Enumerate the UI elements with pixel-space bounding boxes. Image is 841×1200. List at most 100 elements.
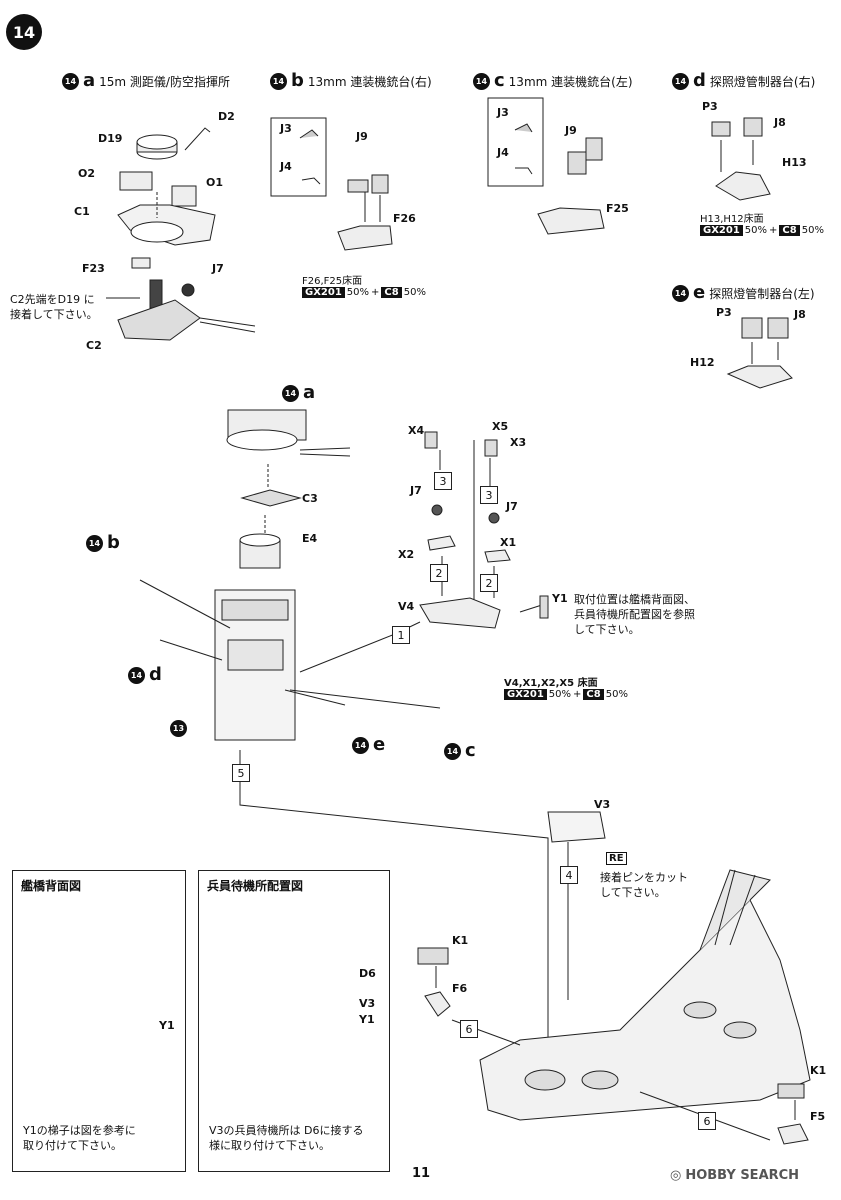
paint-main-pct1: 50% xyxy=(548,689,572,700)
part-label-e-j8: J8 xyxy=(794,308,806,321)
placement-step13-badge: 13 xyxy=(170,720,187,737)
c-j4-drawing xyxy=(515,167,533,175)
paint-main-code1: GX201 xyxy=(504,689,547,700)
part-label-v3: V3 xyxy=(594,798,611,811)
subassembly-d-badge: 14 xyxy=(672,72,689,90)
subassembly-e-letter: e xyxy=(693,282,706,303)
station-caption-line-1: V3の兵員待機所は D6に接する xyxy=(209,1124,364,1137)
part-label-o1: O1 xyxy=(206,176,224,189)
part-label-c3: C3 xyxy=(302,492,318,505)
part-label-d19: D19 xyxy=(98,132,123,145)
part-label-f23: F23 xyxy=(82,262,105,275)
watermark: ◎ HOBBY SEARCH xyxy=(670,1168,799,1183)
part-label-k1-right: K1 xyxy=(810,1064,827,1077)
part-label-h12: H12 xyxy=(690,356,715,369)
subassembly-c-badge: 14 xyxy=(473,72,490,90)
subassembly-b-letter: b xyxy=(291,70,304,91)
rear-caption-line-2: 取り付けて下さい。 xyxy=(23,1139,122,1152)
e-j8-drawing xyxy=(767,317,789,339)
paint-d-code1: GX201 xyxy=(700,225,743,236)
y1-placement-note: 取付位置は艦橋背面図、 兵員待機所配置図を参照 して下さい。 xyxy=(574,592,695,637)
paint-main-pct2: 50% xyxy=(605,689,628,700)
part-label-c-j9: J9 xyxy=(565,124,577,137)
paint-spec-b: F26,F25床面 GX201 50% + C8 50% xyxy=(302,272,426,298)
rear-panel-title: 艦橋背面図 xyxy=(21,879,82,893)
part-label-b-j3: J3 xyxy=(280,122,292,135)
step-box-5: 5 xyxy=(232,764,250,782)
paint-b-code2: C8 xyxy=(381,287,402,298)
re-tag: RE xyxy=(606,852,627,865)
part-label-o2: O2 xyxy=(78,167,96,180)
part-label-d2: D2 xyxy=(218,110,235,123)
subassembly-b-header: 14 b 13mm 連装機銃台(右) xyxy=(270,72,432,90)
o2-part-drawing xyxy=(119,171,153,191)
b-detail-frame xyxy=(270,117,327,197)
paint-b-code1: GX201 xyxy=(302,287,345,298)
b-j9-right xyxy=(371,174,389,194)
placement-marker-step13: 13 xyxy=(170,720,187,737)
step-number-badge: 14 xyxy=(6,14,42,50)
paint-d-code2: C8 xyxy=(779,225,800,236)
placement-c-badge: 14 xyxy=(444,742,461,760)
placement-a-badge: 14 xyxy=(282,384,299,402)
b-placement-line xyxy=(139,579,231,629)
h13-part-drawing xyxy=(715,171,771,201)
f6-part-drawing xyxy=(424,991,451,1017)
placement-d-letter: d xyxy=(149,664,162,685)
c-j9-right xyxy=(585,137,603,161)
paint-spec-main: V4,X1,X2,X5 床面 GX201 50% + C8 50% xyxy=(504,674,628,700)
part-label-c1: C1 xyxy=(74,205,90,218)
y1-part-drawing xyxy=(539,595,549,619)
y1-note-line-1: 取付位置は艦橋背面図、 xyxy=(574,593,695,606)
paint-d-pct2: 50% xyxy=(801,225,824,236)
step-box-6-left: 6 xyxy=(460,1020,478,1038)
c-j9-left xyxy=(567,151,587,175)
f25-part-drawing xyxy=(537,207,605,235)
part-label-f5: F5 xyxy=(810,1110,826,1123)
f23-part-drawing xyxy=(131,257,151,269)
paint-b-label: F26,F25床面 xyxy=(302,276,363,287)
paint-main-code2: C8 xyxy=(583,689,604,700)
part-label-x1: X1 xyxy=(500,536,517,549)
paint-d-label: H13,H12床面 xyxy=(700,214,764,225)
part-label-e-p3: P3 xyxy=(716,306,732,319)
part-label-b-j4: J4 xyxy=(280,160,292,173)
y1-note-line-3: して下さい。 xyxy=(574,623,640,636)
part-label-x5: X5 xyxy=(492,420,509,433)
placement-c-letter: c xyxy=(465,740,476,761)
crew-station-layout-panel: 兵員待機所配置図 D6 V3 Y1 V3の兵員待機所は D6に接する 様に取り付… xyxy=(198,870,390,1172)
paint-b-pct2: 50% xyxy=(403,287,426,298)
subassembly-b-badge: 14 xyxy=(270,72,287,90)
j7-part-drawing xyxy=(181,283,195,297)
subassembly-e-title: 探照燈管制器台(左) xyxy=(709,286,815,301)
c2-note-line-2: 接着して下さい。 xyxy=(10,308,98,321)
station-caption-line-2: 様に取り付けて下さい。 xyxy=(209,1139,330,1152)
part-label-b-j9: J9 xyxy=(356,130,368,143)
subassembly-e-header: 14 e 探照燈管制器台(左) xyxy=(672,284,815,302)
page-number: 11 xyxy=(412,1166,431,1181)
part-label-d-j8: J8 xyxy=(774,116,786,129)
d2-part-drawing xyxy=(184,127,211,151)
rear-panel-caption: Y1の梯子は図を参考に 取り付けて下さい。 xyxy=(23,1123,136,1153)
station-panel-label-v3: V3 xyxy=(359,997,376,1010)
station-panel-label-d6: D6 xyxy=(359,967,376,980)
f5-part-drawing xyxy=(777,1123,809,1145)
re-note-line-2: して下さい。 xyxy=(600,886,666,899)
watermark-text: HOBBY SEARCH xyxy=(685,1168,800,1183)
part-label-v4: V4 xyxy=(398,600,415,613)
watermark-logo-icon: ◎ xyxy=(670,1168,682,1183)
placement-a-letter: a xyxy=(303,382,316,403)
subassembly-a-title: 15m 測距儀/防空指揮所 xyxy=(99,74,230,89)
part-label-h13: H13 xyxy=(782,156,807,169)
c2-attach-note: C2先端をD19 に 接着して下さい。 xyxy=(10,292,98,322)
part-label-f26: F26 xyxy=(393,212,416,225)
placement-marker-b: 14 b xyxy=(86,534,120,552)
d-p3-drawing xyxy=(711,121,731,137)
c-detail-frame xyxy=(487,97,544,187)
paint-b-plus: + xyxy=(371,287,380,298)
part-label-x4: X4 xyxy=(408,424,425,437)
placement-marker-d: 14 d xyxy=(128,666,162,684)
bridge-rear-view-panel: 艦橋背面図 Y1 Y1の梯子は図を参考に 取り付けて下さい。 xyxy=(12,870,186,1172)
part-label-f25: F25 xyxy=(606,202,629,215)
c-j3-drawing xyxy=(514,123,533,133)
